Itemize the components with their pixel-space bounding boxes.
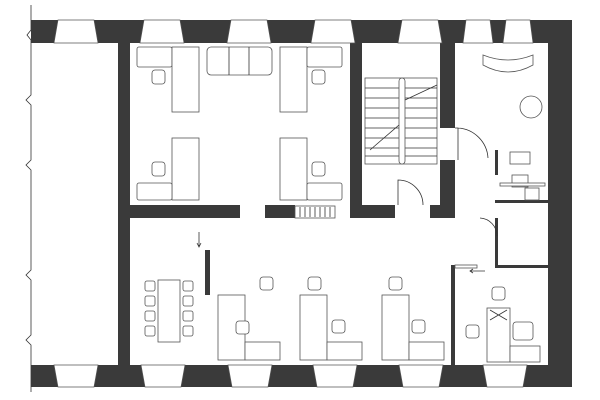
office-chair-icon — [311, 161, 326, 177]
office-chair-icon — [311, 69, 326, 85]
office-chair-icon — [259, 276, 274, 291]
round-table-icon — [519, 95, 543, 119]
desk — [171, 137, 200, 201]
desk — [306, 182, 343, 201]
armchair-icon — [512, 321, 534, 341]
open-office-bottom — [217, 276, 445, 361]
meeting-table-icon — [157, 279, 181, 343]
desk — [279, 137, 308, 201]
windows — [53, 19, 534, 388]
door-swing-icon — [479, 217, 498, 237]
desk — [171, 46, 200, 113]
private-office — [454, 264, 541, 363]
meeting-room — [144, 232, 202, 343]
office-chair-icon — [331, 319, 346, 334]
lounge-room — [482, 54, 546, 201]
office-chair-icon — [151, 161, 166, 177]
break-line — [25, 5, 32, 392]
desk — [306, 46, 343, 68]
office-chair-icon — [388, 276, 403, 291]
desk — [136, 182, 173, 201]
office-chair-icon — [465, 324, 480, 339]
office-chair-icon — [307, 276, 322, 291]
desk — [279, 46, 308, 113]
sofa — [206, 46, 273, 76]
desk — [136, 46, 173, 68]
office-chair-icon — [151, 69, 166, 85]
door-swing-icon — [455, 127, 489, 160]
open-office-top — [136, 46, 343, 219]
toilet-icon — [524, 187, 540, 201]
door-swing-icon — [397, 179, 424, 206]
sofa-icon — [482, 54, 534, 73]
staircase-icon — [364, 77, 438, 165]
office-chair-icon — [235, 320, 250, 335]
office-chair-icon — [411, 319, 426, 334]
office-chair-icon — [491, 286, 506, 301]
sink-icon — [509, 151, 531, 165]
